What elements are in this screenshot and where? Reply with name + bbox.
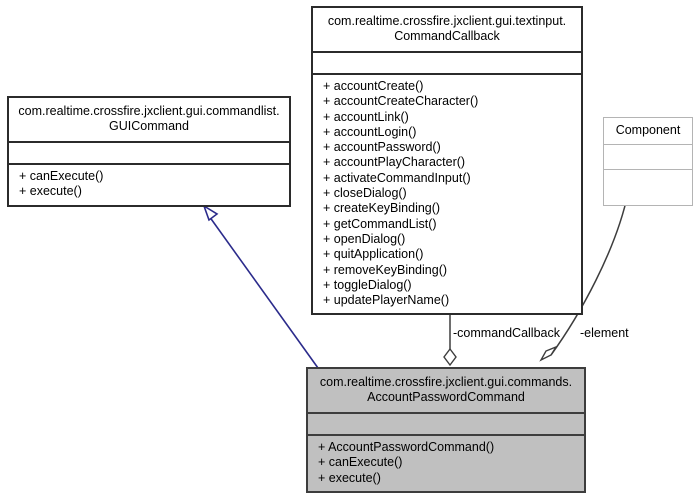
class-box-component[interactable]: Component — [603, 117, 693, 206]
operation-row: + AccountPasswordCommand() — [318, 440, 495, 454]
operation-row: + accountPlayCharacter() — [323, 155, 466, 170]
operation-row: + canExecute() — [19, 169, 104, 183]
attributes-compartment-guicommand — [9, 143, 289, 163]
class-name-component: Component — [615, 123, 681, 137]
compartment-divider — [313, 51, 581, 53]
compartment-divider — [604, 144, 692, 145]
operation-row: + execute() — [19, 184, 82, 199]
operation-row: + execute() — [318, 470, 381, 485]
compartment-divider — [313, 73, 581, 75]
compartment-divider — [308, 412, 584, 414]
edge-label-element: -element — [580, 326, 629, 340]
operation-row: + accountPassword() — [323, 140, 441, 155]
operation-row: + accountLink() — [323, 109, 409, 124]
compartment-divider — [604, 169, 692, 170]
operation-row: + quitApplication() — [323, 247, 424, 262]
class-box-guicommand[interactable]: com.realtime.crossfire.jxclient.gui.comm… — [7, 96, 291, 207]
class-box-commandcallback[interactable]: com.realtime.crossfire.jxclient.gui.text… — [311, 6, 583, 316]
operation-row: + canExecute() — [318, 455, 403, 470]
operation-row: + activateCommandInput() — [323, 170, 471, 185]
operation-row: + toggleDialog() — [323, 277, 412, 292]
operation-row: + closeDialog() — [323, 186, 407, 201]
operation-row: + removeKeyBinding() — [323, 262, 448, 277]
operation-row: + accountLogin() — [323, 124, 417, 139]
operations-compartment-accountpasswordcommand: + AccountPasswordCommand() + canExecute(… — [308, 436, 584, 491]
compartment-divider — [308, 434, 584, 436]
operation-row: + openDialog() — [323, 231, 406, 246]
operations-compartment-commandcallback: + accountCreate() + accountCreateCharact… — [313, 75, 581, 313]
class-box-accountpasswordcommand[interactable]: com.realtime.crossfire.jxclient.gui.comm… — [306, 367, 586, 493]
compartment-divider — [9, 163, 289, 165]
class-name-guicommand: com.realtime.crossfire.jxclient.gui.comm… — [18, 104, 280, 133]
operation-row: + updatePlayerName() — [323, 293, 450, 308]
attributes-compartment-commandcallback — [313, 53, 581, 73]
operation-row: + accountCreate() — [323, 79, 424, 93]
attributes-compartment-accountpasswordcommand — [308, 414, 584, 434]
operation-row: + getCommandList() — [323, 216, 437, 231]
operation-row: + createKeyBinding() — [323, 201, 441, 216]
compartment-divider — [9, 141, 289, 143]
operations-compartment-guicommand: + canExecute() + execute() — [9, 165, 289, 205]
class-name-accountpasswordcommand: com.realtime.crossfire.jxclient.gui.comm… — [319, 375, 573, 404]
attributes-compartment-component — [604, 145, 692, 169]
operations-compartment-component — [604, 170, 692, 205]
generalization-edge-guicommand — [202, 204, 319, 369]
edge-label-commandcallback: -commandCallback — [453, 326, 560, 340]
class-name-commandcallback: com.realtime.crossfire.jxclient.gui.text… — [327, 14, 567, 43]
operation-row: + accountCreateCharacter() — [323, 94, 479, 109]
